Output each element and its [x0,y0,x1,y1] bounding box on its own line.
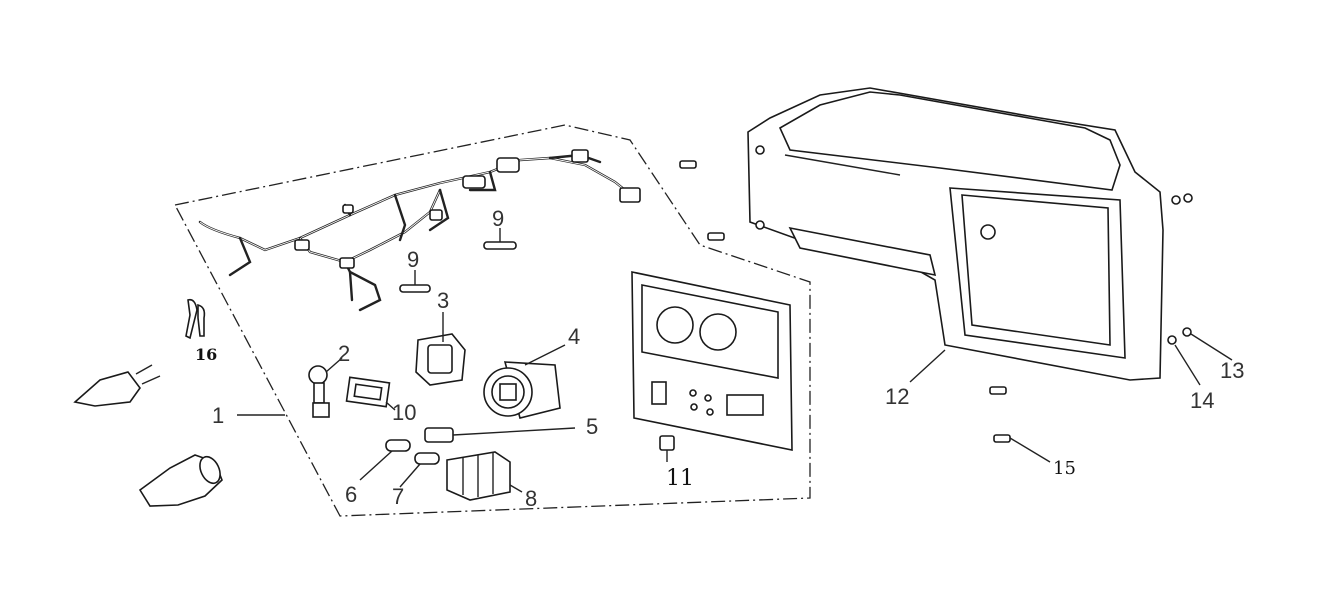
part-6 [359,439,411,481]
wiring-harness [198,149,641,312]
screw-top-b [707,232,725,241]
callout-5: 5 [586,414,598,439]
callout-14: 14 [1190,388,1214,413]
breaker-8 [446,451,523,501]
callout-4: 4 [568,324,580,349]
assembly-group-boundary [174,124,811,517]
switch-2 [308,357,343,418]
callout-13: 13 [1220,358,1244,383]
callout-9b: 9 [407,247,419,272]
part-7 [399,452,440,488]
meter-10 [345,376,396,411]
control-panel-11 [631,271,793,462]
nut-13 [1182,327,1233,361]
callout-6: 6 [345,482,357,507]
callout-7: 7 [392,484,404,509]
callout-8: 8 [525,486,537,511]
screw-top-a [679,160,697,169]
callout-16: 16 [195,345,217,364]
plug-schuko [73,364,161,407]
callout-11: 11 [666,466,694,491]
part-5 [424,427,576,443]
callout-1: 1 [212,403,224,428]
callout-9a: 9 [492,206,504,231]
keys-16 [185,298,206,340]
nuts-top-right [1171,193,1193,205]
callout-12: 12 [885,384,909,409]
plug-cee [138,454,223,507]
washer-14 [1167,335,1201,386]
socket-3 [415,312,466,386]
callout-3: 3 [437,288,449,313]
socket-4 [483,344,566,419]
screw-mid [989,386,1007,395]
screw-15 [993,434,1051,463]
fuse-9a [483,228,517,250]
fuse-9b [399,270,431,293]
callout-15: 15 [1053,458,1076,479]
callout-2: 2 [338,341,350,366]
frame-12 [747,87,1164,383]
callout-10: 10 [392,400,416,425]
